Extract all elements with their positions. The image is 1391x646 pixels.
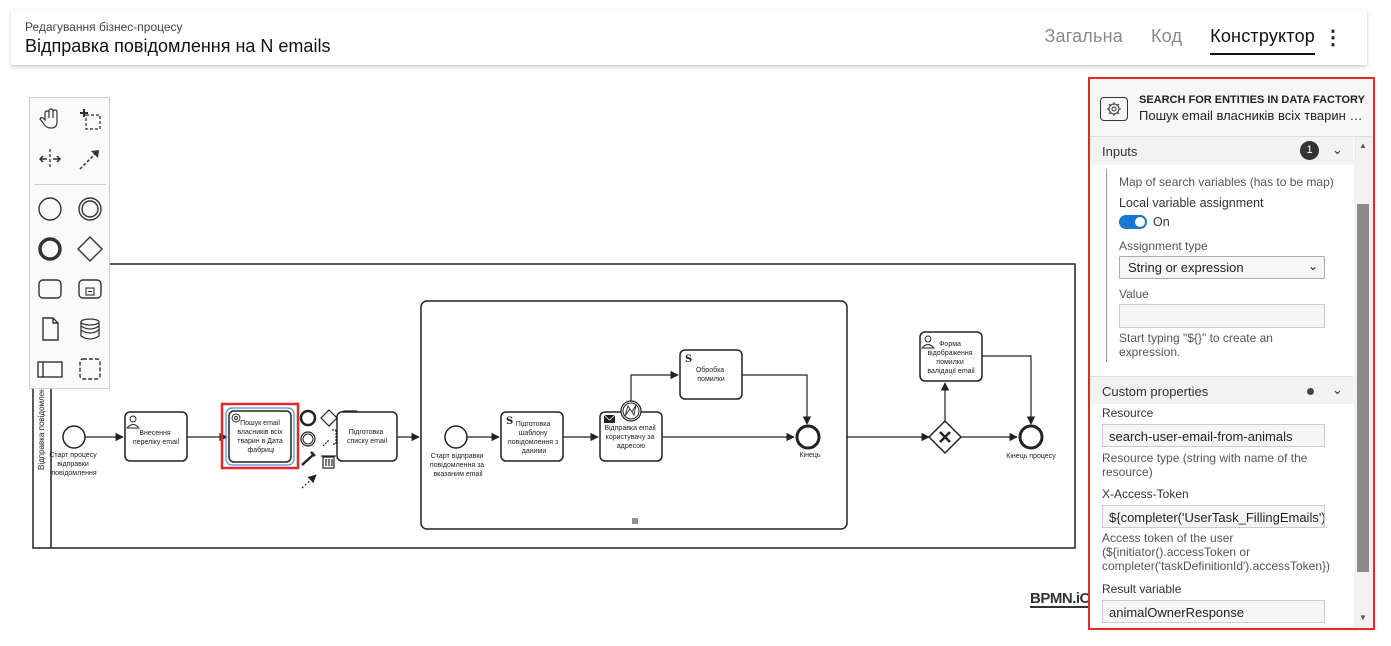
lasso-tool-icon[interactable]	[74, 103, 106, 135]
tool-palette	[29, 97, 110, 389]
change-type-icon	[301, 451, 316, 466]
inputs-group-header[interactable]: Inputs 1 ⌄	[1090, 137, 1353, 165]
selection-highlight	[220, 402, 300, 470]
start-event[interactable]	[62, 425, 86, 449]
hand-tool-icon[interactable]	[34, 103, 66, 135]
scrollbar-thumb[interactable]	[1357, 204, 1369, 572]
task-icon[interactable]	[34, 273, 66, 305]
app-header: Редагування бізнес-процесу Відправка пов…	[11, 10, 1367, 65]
global-connect-icon[interactable]	[74, 143, 106, 175]
value-hint: Start typing "${}" to create an	[1119, 331, 1273, 345]
subprocess-start-event[interactable]	[444, 425, 468, 449]
properties-header: SEARCH FOR ENTITIES IN DATA FACTORY Пошу…	[1090, 79, 1373, 137]
svg-text:Старт процесу відправки: Старт процесу відправки повідомлення	[49, 452, 98, 477]
group-icon[interactable]	[74, 353, 106, 385]
service-task-icon	[1100, 97, 1128, 121]
svg-text:Обробка помилки: Обробка помилки	[696, 366, 726, 383]
start-event-label: Старт процесу	[49, 452, 97, 459]
subprocess-icon[interactable]	[74, 273, 106, 305]
scroll-up-icon[interactable]: ▲	[1359, 141, 1367, 150]
delete-icon	[321, 455, 336, 469]
has-values-indicator	[1307, 388, 1314, 395]
svg-text:Підготовка списку email: Підготовка списку email	[347, 428, 387, 445]
error-icon	[624, 404, 637, 417]
chevron-down-icon[interactable]: ⌄	[1332, 142, 1343, 157]
connect-icon	[301, 474, 317, 489]
space-tool-icon[interactable]	[34, 143, 66, 175]
data-object-icon[interactable]	[34, 313, 66, 345]
resource-label: Resource	[1102, 406, 1154, 420]
script-task-icon-2: S	[685, 354, 692, 365]
svg-text:Підготовка шаблону пов: Підготовка шаблону повідомлення з даними	[508, 420, 560, 455]
tab-general[interactable]: Загальна	[1044, 26, 1123, 46]
gateway-icon[interactable]	[74, 233, 106, 265]
pool	[32, 263, 1076, 549]
bpmn-io-logo[interactable]: BPMN.iO	[1030, 590, 1091, 608]
custom-properties-label: Custom properties	[1102, 384, 1209, 399]
access-token-input[interactable]: ${completer('UserTask_FillingEmails').a	[1102, 505, 1325, 528]
text-annotation-icon	[322, 429, 337, 447]
toggle-state: On	[1153, 215, 1170, 229]
scroll-down-icon[interactable]: ▼	[1359, 613, 1367, 622]
assignment-type-select[interactable]: String or expression ⌄	[1119, 256, 1325, 279]
svg-text:Внесення переліку email: Внесення переліку email	[133, 430, 180, 446]
resource-hint: Resource type (string with name of the	[1102, 451, 1308, 465]
svg-text:Форма відображення пом: Форма відображення помилки валідації ema…	[927, 341, 975, 375]
envelope-icon	[603, 414, 616, 423]
task-search-emails[interactable]	[228, 410, 292, 463]
element-type: SEARCH FOR ENTITIES IN DATA FACTORY	[1139, 94, 1365, 106]
start-event-icon[interactable]	[34, 193, 66, 225]
page-title: Відправка повідомлення на N emails	[25, 36, 331, 56]
svg-text:Кінець: Кінець	[799, 451, 820, 459]
access-token-hint: Access token of the user	[1102, 531, 1234, 545]
user-task-icon	[126, 415, 140, 429]
data-store-icon[interactable]	[74, 313, 106, 345]
script-task-icon: S	[506, 416, 513, 427]
end-event-icon[interactable]	[34, 233, 66, 265]
service-task-icon	[231, 413, 241, 423]
chevron-down-icon[interactable]: ⌄	[1332, 382, 1343, 397]
chevron-down-icon: ⌄	[1307, 259, 1318, 273]
append-gateway-icon	[320, 409, 338, 427]
svg-text:Пошук email власників всіх: Пошук email власників всіх тварин в Дата…	[237, 420, 284, 454]
inputs-count-badge: 1	[1300, 141, 1319, 160]
more-vertical-icon[interactable]: ⋮	[1323, 27, 1343, 49]
resource-input[interactable]: search-user-email-from-animals	[1102, 424, 1325, 447]
intermediate-event-icon[interactable]	[74, 193, 106, 225]
local-variable-label: Local variable assignment	[1119, 196, 1264, 210]
assignment-type-label: Assignment type	[1119, 239, 1208, 253]
properties-scrollbar[interactable]: ▲ ▼	[1354, 137, 1373, 627]
tab-constructor[interactable]: Конструктор	[1210, 26, 1315, 55]
properties-panel: SEARCH FOR ENTITIES IN DATA FACTORY Пошу…	[1088, 77, 1375, 630]
collapse-marker-icon	[632, 518, 638, 524]
local-variable-toggle[interactable]	[1119, 215, 1147, 229]
bpmn-canvas[interactable]: Відправка повідомлення Старт процесу від…	[0, 0, 1085, 646]
result-variable-input[interactable]: animalOwnerResponse	[1102, 600, 1325, 623]
inputs-label: Inputs	[1102, 144, 1138, 159]
task-prepare-list[interactable]	[336, 411, 398, 462]
user-task-icon-2	[921, 335, 935, 349]
page-subtitle: Редагування бізнес-процесу	[25, 20, 183, 34]
svg-text:Старт відправки повідомлен: Старт відправки повідомлення за вказаним…	[430, 452, 486, 478]
value-label: Value	[1119, 287, 1149, 301]
append-end-event-icon	[299, 409, 317, 427]
tab-code[interactable]: Код	[1150, 26, 1183, 46]
element-name: Пошук email власників всіх тварин в Дата…	[1139, 108, 1364, 123]
end-event[interactable]	[1018, 424, 1044, 450]
pool-icon[interactable]	[34, 353, 66, 385]
svg-text:Кінець процесу: Кінець процесу	[1006, 452, 1056, 460]
access-token-label: X-Access-Token	[1102, 487, 1189, 501]
value-textarea[interactable]	[1119, 304, 1325, 328]
map-note: Map of search variables (has to be map)	[1119, 175, 1334, 189]
result-variable-label: Result variable	[1102, 582, 1182, 596]
header-tabs: Загальна Код Конструктор	[1044, 26, 1315, 55]
gateway-x-icon	[939, 431, 951, 443]
custom-properties-header[interactable]: Custom properties ⌄	[1090, 376, 1353, 404]
subprocess-end-event[interactable]	[795, 424, 821, 450]
pool-label: Відправка повідомлення	[37, 379, 46, 470]
svg-text:Відправка email користувач: Відправка email користувачу за адресою	[604, 424, 657, 450]
